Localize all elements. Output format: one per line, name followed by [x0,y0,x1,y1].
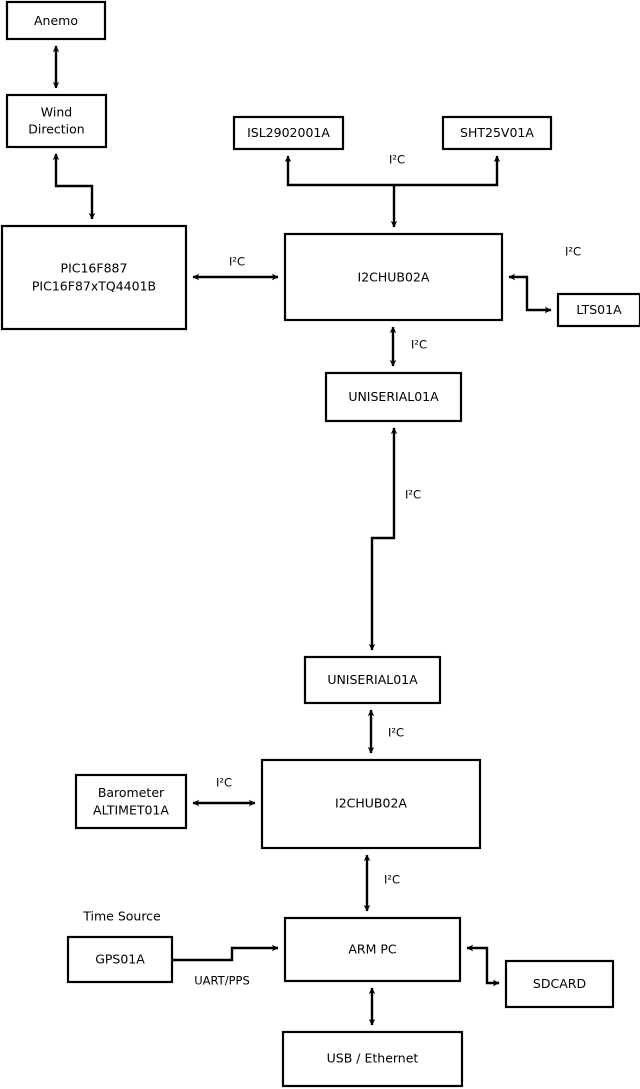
node-barometer[interactable]: Barometer ALTIMET01A [74,773,188,830]
edge-uniserial-hubbot: I²C [367,709,404,754]
node-label-arm-pc: ARM PC [348,942,397,957]
node-box [5,93,108,149]
node-label-wind-direction-line1: Wind [41,105,72,120]
connector-line [508,273,552,314]
edge-label-hub-lts: I²C [565,245,581,259]
connector-line [172,944,279,962]
node-label-uniserial01a-bottom: UNISERIAL01A [327,672,418,687]
edge-uniserial-uniserial: I²C [368,427,421,651]
edge-label-baro-hubbot: I²C [216,776,232,790]
node-box [74,773,188,830]
node-label-isl2902001a: ISL2902001A [247,125,330,140]
node-box [303,655,442,705]
node-label-usb-ethernet: USB / Ethernet [327,1051,419,1066]
node-box [556,292,640,328]
node-lts01a[interactable]: LTS01A [556,292,640,328]
edge-hub-lts: I²C [508,245,581,314]
edge-hubbot-armpc: I²C [363,854,400,912]
node-box [5,0,107,41]
node-label-i2chub02a-top: I2CHUB02A [358,270,430,285]
node-box [260,758,482,850]
node-sdcard[interactable]: SDCARD [504,959,615,1009]
edge-label-hubbot-armpc: I²C [384,873,400,887]
node-label-barometer-line2: ALTIMET01A [93,803,169,818]
node-label-uniserial01a-top: UNISERIAL01A [348,389,439,404]
node-label-i2chub02a-bottom: I2CHUB02A [335,796,407,811]
node-i2chub02a-top[interactable]: I2CHUB02A [283,232,504,322]
node-box [66,935,174,984]
node-usb-ethernet[interactable]: USB / Ethernet [281,1030,464,1088]
edge-wind-pic [52,153,96,220]
node-label-gps01a: GPS01A [95,952,145,967]
connector-line [284,155,398,228]
edge-label-uniserial-uniserial: I²C [405,488,421,502]
connector-line [466,944,500,987]
edge-label-hub-sensors: I²C [389,153,405,167]
edge-label-hub-uniserial: I²C [411,338,427,352]
edge-hub-uniserial: I²C [389,326,427,367]
node-box [441,115,553,151]
node-box [232,115,345,151]
node-uniserial01a-bottom[interactable]: UNISERIAL01A [303,655,442,705]
edge-pic-hub: I²C [192,255,279,281]
node-gps01a[interactable]: GPS01A [66,935,174,984]
node-label-pic-line1: PIC16F887 [61,261,128,276]
edge-label-gps-armpc: UART/PPS [194,974,250,988]
node-anemo[interactable]: Anemo [5,0,107,41]
node-label-anemo: Anemo [34,13,78,28]
node-box [324,371,463,423]
node-box [281,1030,464,1088]
node-wind-direction[interactable]: Wind Direction [5,93,108,149]
edge-hub-sensors: I²C [284,153,501,228]
node-i2chub02a-bottom[interactable]: I2CHUB02A [260,758,482,850]
node-label-barometer-line1: Barometer [98,785,165,800]
node-uniserial01a-top[interactable]: UNISERIAL01A [324,371,463,423]
node-sht25v01a[interactable]: SHT25V01A [441,115,553,151]
node-label-pic-line2: PIC16F87xTQ4401B [32,279,156,294]
node-box [504,959,615,1009]
edge-gps-armpc: UART/PPS [172,944,279,988]
connector-branch [394,155,501,187]
node-label-lts01a: LTS01A [576,302,622,317]
connector-line [52,153,96,220]
node-box [283,916,462,983]
node-arm-pc[interactable]: ARM PC [283,916,462,983]
edge-label-uniserial-hubbot: I²C [388,726,404,740]
node-label-sdcard: SDCARD [533,976,586,991]
node-isl2902001a[interactable]: ISL2902001A [232,115,345,151]
edge-label-pic-hub: I²C [229,255,245,269]
edge-baro-hubbot: I²C [192,776,256,807]
node-label-sht25v01a: SHT25V01A [460,125,534,140]
node-box [0,224,188,331]
node-box [283,232,504,322]
edge-armpc-sdcard [466,944,500,987]
label-time-source: Time Source [82,909,161,924]
connector-line [368,427,398,651]
node-pic-mcu[interactable]: PIC16F887 PIC16F87xTQ4401B [0,224,188,331]
node-label-wind-direction-line2: Direction [28,122,84,137]
